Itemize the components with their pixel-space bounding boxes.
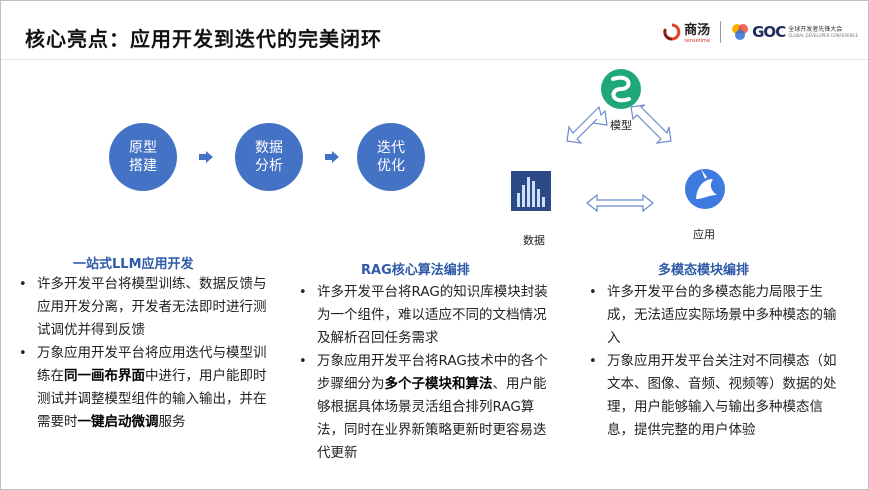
arrow-right-icon	[199, 151, 213, 163]
column-multimodal: 许多开发平台的多模态能力局限于生成，无法适应实际场景中多种模态的输入 万象应用开…	[589, 281, 839, 442]
model-icon	[601, 69, 641, 109]
gdc-logo: GOC 全球开发者先锋大会 GLOBAL DEVELOPER CONFERENC…	[731, 23, 858, 41]
emphasis-text: 同一画布界面	[64, 368, 145, 384]
double-arrow-icon	[586, 193, 654, 213]
emphasis-text: 多个子模块和算法	[384, 376, 493, 392]
bullet-item: 万象应用开发平台关注对不同模态（如文本、图像、音频、视频等）数据的处理，用户能够…	[589, 350, 839, 442]
cycle-diagram	[511, 69, 725, 213]
cycle-label-data: 数据	[523, 234, 545, 247]
gdc-mark-icon	[732, 23, 749, 40]
column-llm: 许多开发平台将模型训练、数据反馈与应用开发分离，开发者无法即时进行测试调优并得到…	[19, 273, 271, 434]
column-title-multimodal: 多模态模块编排	[658, 263, 750, 278]
cycle-label-model: 模型	[610, 119, 632, 132]
application-icon	[685, 169, 725, 209]
step-label: 数据分析	[255, 140, 283, 174]
header-divider	[1, 59, 868, 60]
slide-title: 核心亮点：应用开发到迭代的完美闭环	[25, 27, 382, 51]
arrow-right-icon	[325, 151, 339, 163]
bullet-item: 许多开发平台将RAG的知识库模块封装为一个组件，难以适应不同的文档情况及解析召回…	[299, 281, 549, 350]
data-icon	[511, 171, 551, 211]
bullet-item: 万象应用开发平台将应用迭代与模型训练在同一画布界面中进行，用户能即时测试并调整模…	[19, 342, 271, 434]
step-analysis: 数据分析	[235, 123, 303, 191]
double-arrow-icon	[566, 105, 608, 144]
gdc-subtitle: 全球开发者先锋大会	[788, 25, 843, 33]
step-iteration: 迭代优化	[357, 123, 425, 191]
step-label: 迭代优化	[377, 140, 405, 174]
process-flow: 原型搭建 数据分析 迭代优化	[109, 123, 429, 193]
step-prototype: 原型搭建	[109, 123, 177, 191]
step-label: 原型搭建	[129, 140, 157, 174]
double-arrow-icon	[630, 104, 672, 144]
sensetime-wordmark: 商汤	[684, 23, 711, 38]
emphasis-text: 一键启动微调	[77, 414, 159, 430]
column-title-rag: RAG核心算法编排	[361, 263, 470, 278]
bullet-item: 万象应用开发平台将RAG技术中的各个步骤细分为多个子模块和算法、用户能够根据具体…	[299, 350, 549, 465]
logo-divider	[720, 20, 722, 43]
column-title-llm: 一站式LLM应用开发	[73, 257, 194, 272]
sensetime-subtext: sensetime	[684, 38, 710, 44]
column-rag: 许多开发平台将RAG的知识库模块封装为一个组件，难以适应不同的文档情况及解析召回…	[299, 281, 549, 465]
gdc-wordmark: GOC	[752, 22, 786, 41]
bullet-item: 许多开发平台的多模态能力局限于生成，无法适应实际场景中多种模态的输入	[589, 281, 839, 350]
sensetime-mark-icon	[663, 23, 681, 40]
bullet-item: 许多开发平台将模型训练、数据反馈与应用开发分离，开发者无法即时进行测试调优并得到…	[19, 273, 271, 342]
gdc-subtitle-en: GLOBAL DEVELOPER CONFERENCE	[788, 32, 858, 38]
sensetime-logo: 商汤 sensetime	[663, 19, 710, 44]
logo-area: 商汤 sensetime GOC 全球开发者先锋大会 GLOBAL DEVELO…	[663, 19, 858, 44]
cycle-label-application: 应用	[693, 228, 715, 241]
